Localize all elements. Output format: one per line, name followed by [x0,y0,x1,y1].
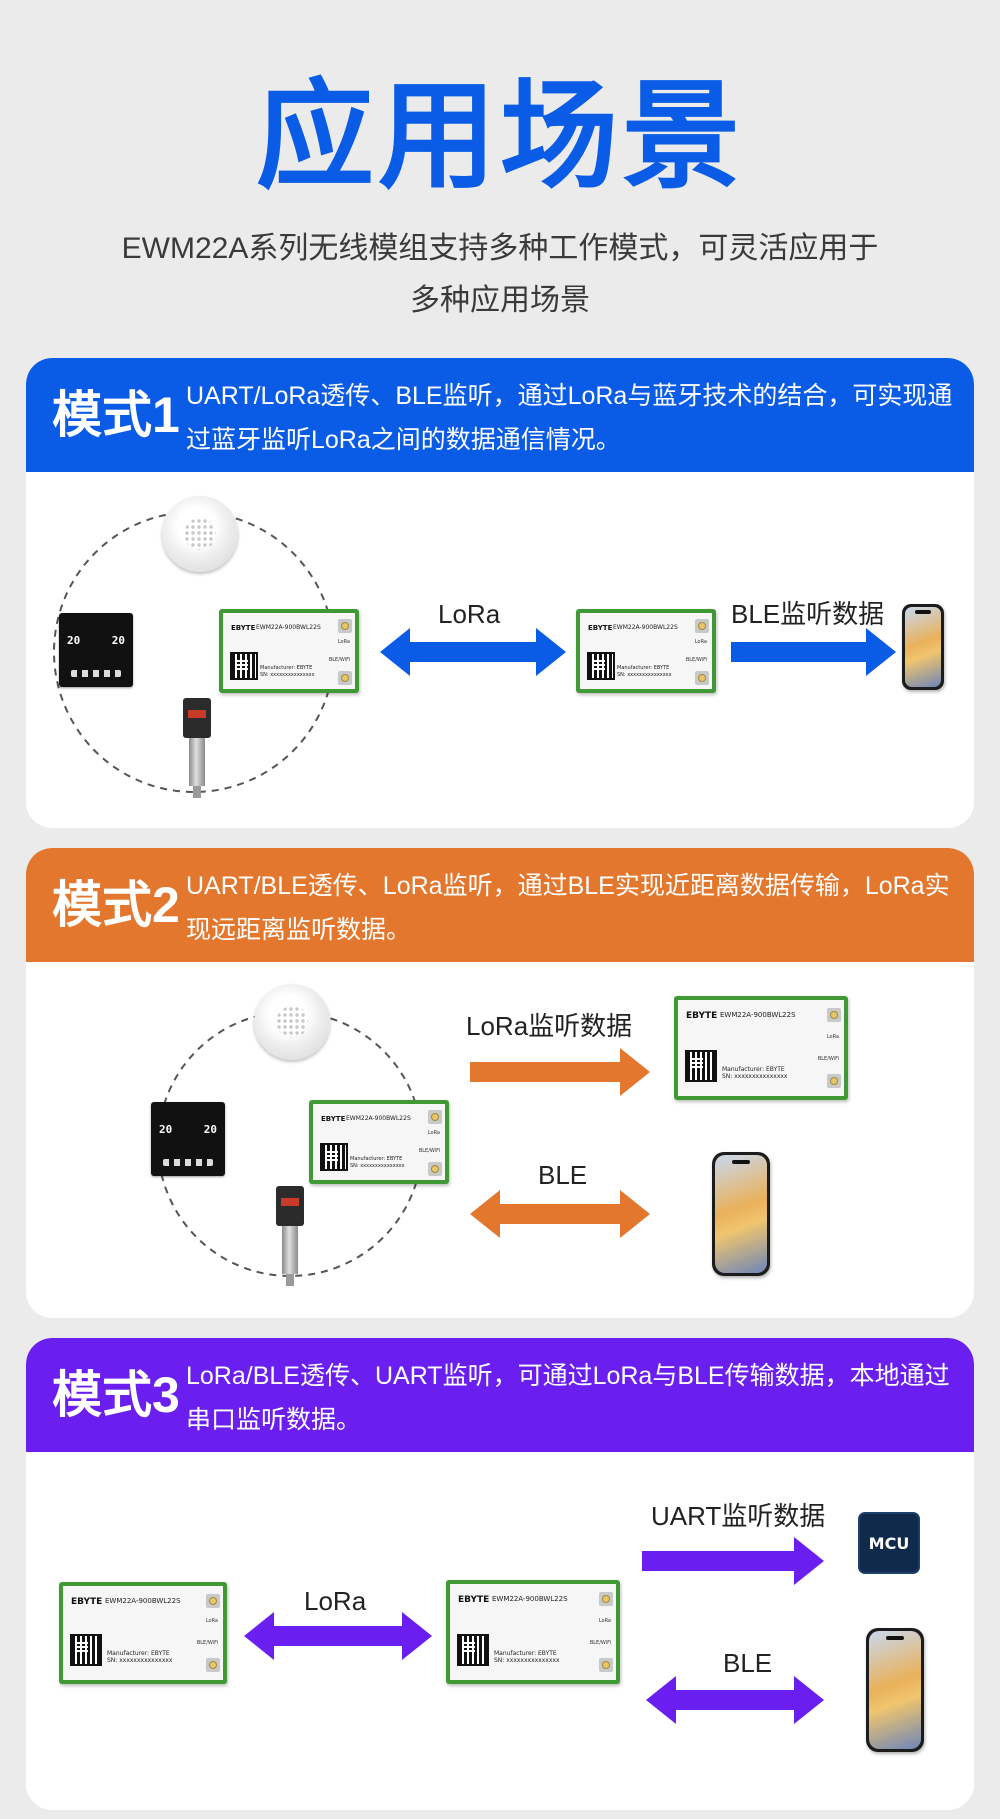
ble-arrow-label: BLE [538,1160,588,1190]
ble-double-arrow [470,1190,650,1238]
mode-3-header: 模式3 LoRa/BLE透传、UART监听，可通过LoRa与BLE传输数据，本地… [26,1338,974,1452]
qr-code-icon [70,1634,102,1666]
lora-double-arrow [244,1612,432,1660]
mode-3-diagram [244,1537,824,1724]
module-lora-label: LoRa [337,639,350,645]
lora-module-1: EBYTE EWM22A-900BWL22S LoRa BLE/WiFi Man… [59,1582,227,1684]
ble-arrow-label: BLE [723,1648,773,1678]
mode-2-label: 模式2 [52,877,180,933]
pressure-sensor-icon [271,1186,311,1286]
lora-module-1: EBYTE EWM22A-900BWL22S LoRa BLE/WiFi Man… [219,609,359,693]
mode-1-header: 模式1 UART/LoRa透传、BLE监听，通过LoRa与蓝牙技术的结合，可实现… [26,358,974,472]
qr-code-icon [587,652,615,680]
smoke-detector-icon [254,984,330,1060]
qr-code-icon [457,1634,489,1666]
module-brand: EBYTE [588,624,613,632]
lora-module-1: EBYTE EWM22A-900BWL22S LoRa BLE/WiFi Man… [309,1100,449,1184]
module-brand: EBYTE [686,1011,718,1021]
lora-monitor-arrow [470,1048,650,1096]
smartphone-icon [866,1628,924,1752]
mode-2-card: 模式2 UART/BLE透传、LoRa监听，通过BLE实现近距离数据传输，LoR… [26,848,974,1318]
module-lora-label: LoRa [427,1130,440,1136]
module-lora-label: LoRa [205,1618,218,1624]
smoke-detector-icon [162,496,238,572]
thermostat-right-value: 20 [111,633,125,647]
mcu-chip-icon: MCU [854,1508,924,1578]
module-lora-label: LoRa [826,1034,839,1040]
module-lora-label: LoRa [598,1618,611,1624]
mode-3-description: LoRa/BLE透传、UART监听，可通过LoRa与BLE传输数据，本地通过串口… [186,1362,950,1434]
page-subtitle-line-1: EWM22A系列无线模组支持多种工作模式，可灵活应用于 [121,232,879,265]
ble-monitor-arrow [731,628,896,676]
module-ble-label: BLE/WiFi [685,657,707,663]
module-model: EWM22A-900BWL22S [105,1597,181,1605]
pressure-sensor-icon [178,698,218,798]
ble-double-arrow [646,1676,824,1724]
mode-2-description: UART/BLE透传、LoRa监听，通过BLE实现近距离数据传输，LoRa实现远… [186,872,950,944]
mode-3-card: 模式3 LoRa/BLE透传、UART监听，可通过LoRa与BLE传输数据，本地… [26,1338,974,1810]
uart-monitor-arrow [642,1537,824,1585]
uart-monitor-arrow-label: UART监听数据 [651,1501,826,1531]
lora-module-2: EBYTE EWM22A-900BWL22S LoRa BLE/WiFi Man… [674,996,848,1100]
lora-module-2: EBYTE EWM22A-900BWL22S LoRa BLE/WiFi Man… [576,609,716,693]
lora-monitor-arrow-label: LoRa监听数据 [466,1011,633,1041]
thermostat-left-value: 20 [67,633,81,647]
mode-2-header: 模式2 UART/BLE透传、LoRa监听，通过BLE实现近距离数据传输，LoR… [26,848,974,962]
qr-code-icon [320,1143,348,1171]
thermostat-right-value: 20 [203,1122,217,1136]
mcu-label: MCU [868,1534,910,1553]
module-model: EWM22A-900BWL22S [346,1115,411,1122]
mode-1-label: 模式1 [52,387,180,443]
lora-arrow-label: LoRa [304,1586,367,1616]
module-ble-label: BLE/WiFi [328,657,350,663]
module-model: EWM22A-900BWL22S [492,1595,568,1603]
module-ble-label: BLE/WiFi [418,1148,440,1154]
mode-1-description: UART/LoRa透传、BLE监听，通过LoRa与蓝牙技术的结合，可实现通过蓝牙… [186,382,953,454]
page-subtitle-line-2: 多种应用场景 [410,284,590,317]
qr-code-icon [230,652,258,680]
smartphone-icon [902,604,944,690]
module-brand: EBYTE [321,1115,346,1123]
module-model: EWM22A-900BWL22S [613,624,678,631]
page-title: 应用场景 [255,71,744,203]
module-ble-label: BLE/WiFi [589,1640,611,1646]
module-brand: EBYTE [231,624,256,632]
module-ble-label: BLE/WiFi [196,1640,218,1646]
module-ble-label: BLE/WiFi [817,1056,839,1062]
ble-monitor-arrow-label: BLE监听数据 [731,599,885,629]
mode-1-card: 模式1 UART/LoRa透传、BLE监听，通过LoRa与蓝牙技术的结合，可实现… [26,358,974,828]
module-model: EWM22A-900BWL22S [256,624,321,631]
lora-module-2: EBYTE EWM22A-900BWL22S LoRa BLE/WiFi Man… [446,1580,620,1684]
module-model: EWM22A-900BWL22S [720,1011,796,1019]
module-brand: EBYTE [71,1597,103,1607]
mode-3-label: 模式3 [52,1367,180,1423]
module-lora-label: LoRa [694,639,707,645]
qr-code-icon [685,1050,717,1082]
module-brand: EBYTE [458,1595,490,1605]
lora-double-arrow [380,628,566,676]
smartphone-icon [712,1152,770,1276]
thermostat-left-value: 20 [159,1122,173,1136]
lora-arrow-label: LoRa [438,599,501,629]
